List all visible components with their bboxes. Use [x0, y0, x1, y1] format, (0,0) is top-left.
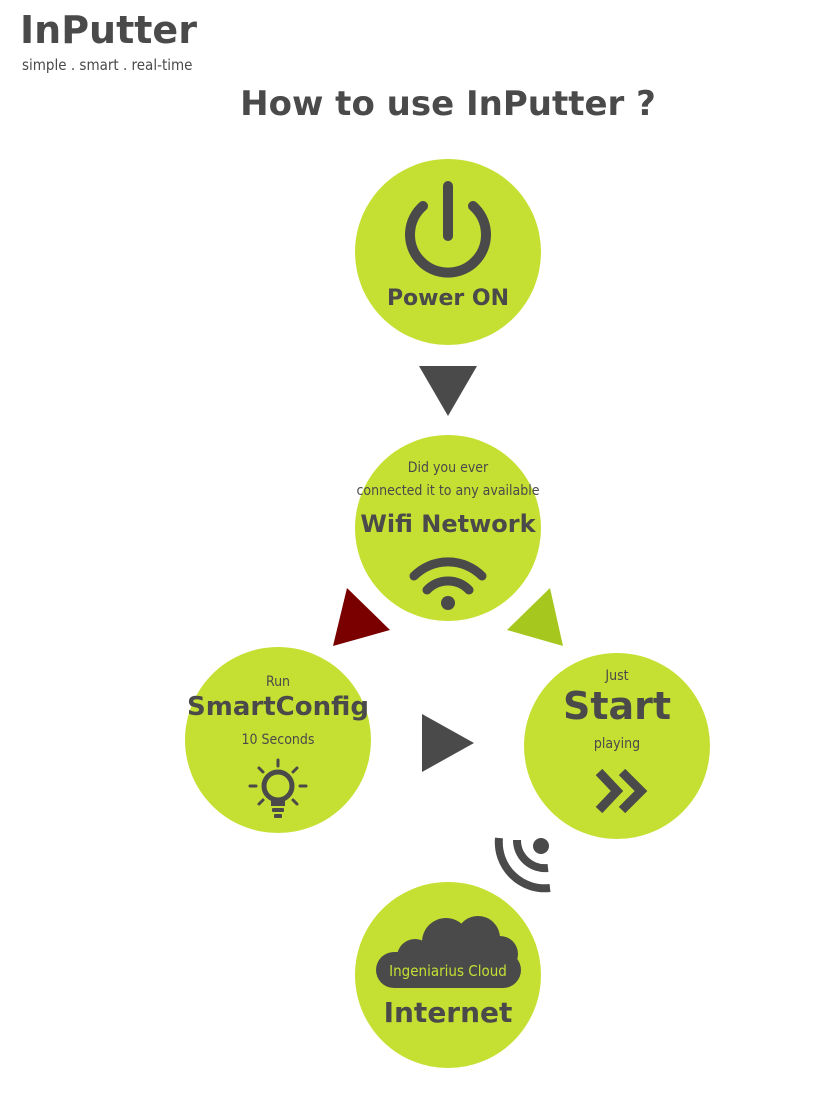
- smartconfig-label: SmartConfig: [187, 692, 369, 722]
- signal-icon: [494, 837, 551, 893]
- wifi-line2: connected it to any available: [356, 483, 540, 499]
- wifi-line1: Did you ever: [407, 460, 489, 476]
- brand-tagline: simple . smart . real-time: [22, 56, 193, 74]
- lightbulb-icon: [248, 758, 308, 818]
- power-node: [355, 159, 541, 345]
- fast-forward-icon: [595, 768, 648, 814]
- wifi-label: Wifi Network: [360, 510, 536, 538]
- smartconfig-node: [185, 647, 371, 833]
- start-line2: playing: [593, 736, 641, 752]
- power-label: Power ON: [386, 286, 510, 311]
- arrow-red: [333, 588, 390, 646]
- smartconfig-line2: 10 Seconds: [241, 732, 315, 748]
- arrow-right: [422, 714, 474, 772]
- power-icon: [405, 181, 491, 278]
- smartconfig-line1: Run: [265, 674, 291, 690]
- wifi-icon: [409, 557, 487, 610]
- internet-label: Internet: [383, 996, 513, 1029]
- arrow-green: [507, 588, 563, 646]
- wifi-node: [355, 435, 541, 621]
- start-line1: Just: [605, 668, 629, 684]
- start-label: Start: [562, 684, 672, 728]
- brand-logo: InPutter: [20, 8, 197, 52]
- cloud-icon: [376, 916, 521, 988]
- page-title: How to use InPutter ?: [240, 84, 656, 124]
- cloud-label: Ingeniarius Cloud: [389, 962, 507, 980]
- start-node: [524, 653, 710, 839]
- arrow-down: [419, 366, 477, 416]
